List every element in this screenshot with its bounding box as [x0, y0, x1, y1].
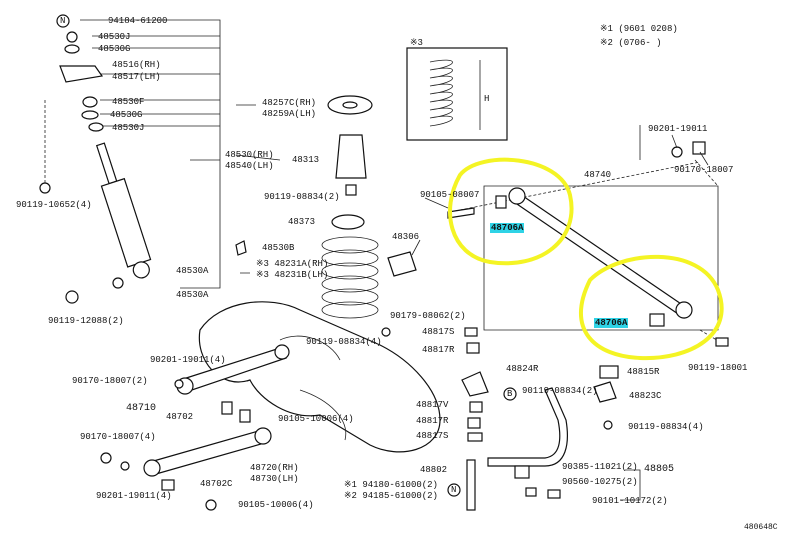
- part-label: 90119-08834(2): [264, 192, 340, 202]
- part-label: ※2 94185-61000(2): [344, 491, 438, 501]
- part-label: 90105-10006(4): [278, 414, 354, 424]
- part-label: 90201-19011(4): [96, 491, 172, 501]
- part-label: 48259A(LH): [262, 109, 317, 119]
- part-label: 90170-18007(4): [80, 432, 156, 442]
- part-label: 48817S: [422, 327, 455, 337]
- spring-inset-box: [406, 47, 508, 141]
- part-label: 48530J: [112, 123, 145, 133]
- part-label: 48805: [644, 464, 675, 475]
- part-label: 90119-18001: [688, 363, 748, 373]
- bracket-part: [59, 65, 104, 83]
- inset-label: ※3: [410, 38, 423, 48]
- part-label: 48702: [166, 412, 194, 422]
- part-label: 48373: [288, 217, 316, 227]
- part-label: 48817R: [416, 416, 449, 426]
- nut-part: [66, 31, 78, 43]
- part-label: 48306: [392, 232, 420, 242]
- inset-h: H: [484, 94, 490, 104]
- part-label: 48540(LH): [225, 161, 274, 171]
- callout-n-top-letter: N: [60, 16, 66, 26]
- part-label: 48710: [126, 403, 157, 414]
- part-label: 48530B: [262, 243, 295, 253]
- callout-b: [503, 387, 517, 401]
- part-label: 48740: [584, 170, 612, 180]
- part-label: 48530G: [98, 44, 131, 54]
- part-label: 48817V: [416, 400, 449, 410]
- part-label: 48730(LH): [250, 474, 299, 484]
- part-label: 90201-19011: [648, 124, 708, 134]
- part-label: 48530A: [176, 290, 209, 300]
- part-label: 90119-08834(4): [628, 422, 704, 432]
- note-1: ※1 (9601 0208): [600, 24, 678, 34]
- part-label: 90170-18007: [674, 165, 734, 175]
- part-label: 48815R: [627, 367, 660, 377]
- part-label: 90385-11021(2): [562, 462, 638, 472]
- bump-stopper-part: [335, 134, 367, 179]
- part-label: 90560-10275(2): [562, 477, 638, 487]
- part-label: 90119-08834(4): [306, 337, 382, 347]
- part-label: 48530F: [112, 97, 145, 107]
- part-label: 90119-08834(2): [522, 386, 598, 396]
- highlighted-part-48706a: 48706A: [490, 223, 525, 233]
- part-label: 48257C(RH): [262, 98, 317, 108]
- coil-spring: [321, 236, 379, 319]
- highlighted-part-48706a: 48706A: [594, 318, 629, 328]
- part-label: 48702C: [200, 479, 233, 489]
- part-label: 48823C: [629, 391, 662, 401]
- part-label: 48517(LH): [112, 72, 161, 82]
- note-2: ※2 (0706- ): [600, 38, 662, 48]
- highlight-circle-top: [448, 157, 574, 266]
- washer-part: [64, 44, 80, 54]
- part-label: 48530G: [110, 110, 143, 120]
- axle-housing: [198, 301, 441, 453]
- part-label: 90101-10172(2): [592, 496, 668, 506]
- spring-inset-coil: [429, 59, 481, 130]
- shock-absorber: [95, 142, 152, 279]
- callout-n-bottom: [447, 483, 461, 497]
- part-label: 90201-19011(4): [150, 355, 226, 365]
- leader-frame-left: [80, 19, 221, 289]
- part-label: 48720(RH): [250, 463, 299, 473]
- stabilizer-bar: [487, 387, 568, 467]
- figure-code: 480648C: [744, 523, 778, 532]
- part-label: 48817R: [422, 345, 455, 355]
- callout-n-top: [56, 14, 70, 28]
- part-label: 90179-08062(2): [390, 311, 466, 321]
- part-label: ※1 94180-61000(2): [344, 480, 438, 490]
- rod-frame: [483, 185, 719, 331]
- part-label: 94184-61200: [108, 16, 168, 26]
- callout-b-letter: B: [507, 389, 513, 399]
- part-label: 90170-18007(2): [72, 376, 148, 386]
- part-label: 90105-10006(4): [238, 500, 314, 510]
- part-label: 90119-10652(4): [16, 200, 92, 210]
- part-label: 90105-08007: [420, 190, 480, 200]
- part-label: ※3 48231A(RH): [256, 259, 329, 269]
- callout-n-bottom-letter: N: [451, 485, 457, 495]
- bracket-48306: [387, 251, 417, 277]
- part-label: 48802: [420, 465, 448, 475]
- spring-insulator-part: [331, 214, 365, 230]
- part-label: 48530J: [98, 32, 131, 42]
- part-label: 48530(RH): [225, 150, 274, 160]
- part-label: 48516(RH): [112, 60, 161, 70]
- bushing-part: [82, 96, 98, 108]
- part-label: 48530A: [176, 266, 209, 276]
- part-label: 48313: [292, 155, 320, 165]
- part-label: 48824R: [506, 364, 539, 374]
- part-label: 48817S: [416, 431, 449, 441]
- part-label: 90119-12088(2): [48, 316, 124, 326]
- part-label: ※3 48231B(LH): [256, 270, 329, 280]
- highlight-circle-bottom: [578, 254, 724, 361]
